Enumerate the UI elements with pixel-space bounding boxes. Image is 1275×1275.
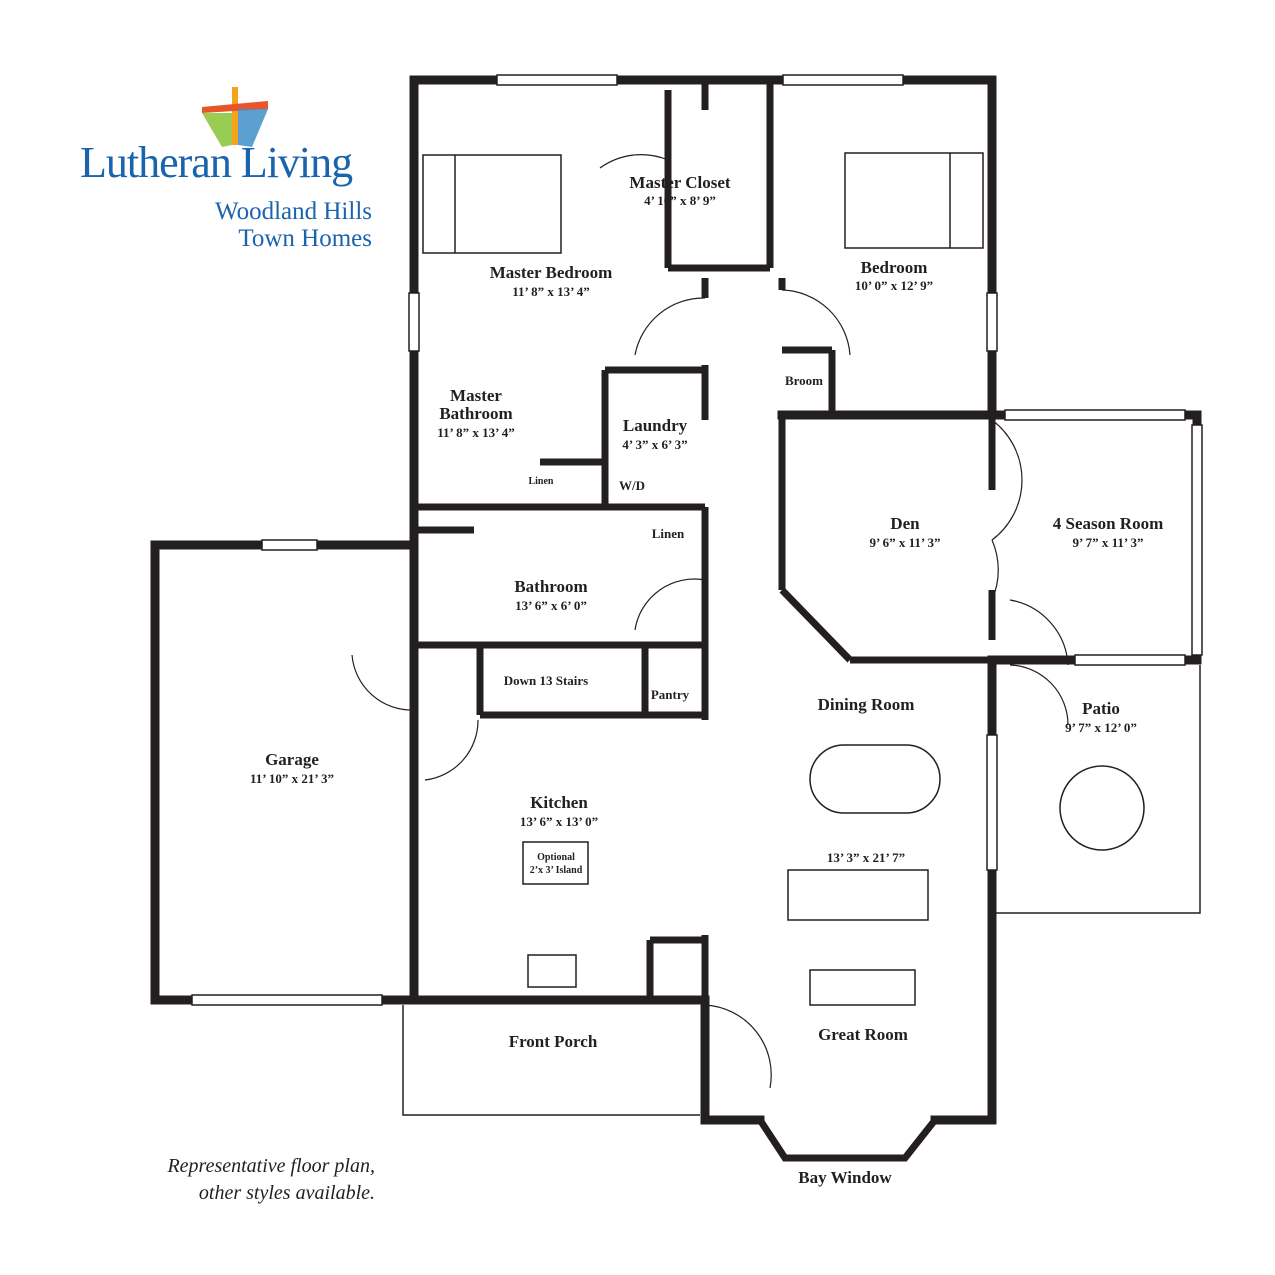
doors xyxy=(351,154,1069,1089)
cross-logo-icon xyxy=(202,87,268,147)
patio-label: Patio xyxy=(1082,699,1120,718)
kitchen-label: Kitchen xyxy=(530,793,588,812)
bathroom-label: Bathroom xyxy=(514,577,587,596)
disclaimer-line1: Representative floor plan, xyxy=(167,1155,375,1177)
interior-walls xyxy=(414,80,996,1000)
front-porch-label: Front Porch xyxy=(509,1032,598,1051)
exterior-walls xyxy=(150,75,1202,1125)
dining-room-label: Dining Room xyxy=(818,695,915,714)
disclaimer: Representative floor plan, other styles … xyxy=(120,1153,375,1207)
garage-label: Garage xyxy=(265,750,319,769)
brand-name: Lutheran Living xyxy=(80,138,353,187)
disclaimer-line2: other styles available. xyxy=(198,1182,375,1204)
windows xyxy=(191,74,1203,1006)
den-label: Den xyxy=(890,514,920,533)
broom-label: Broom xyxy=(785,373,823,388)
dining-table xyxy=(522,744,1145,1006)
master-bedroom-label: Master Bedroom xyxy=(490,263,613,282)
patio-outline xyxy=(402,665,1201,1116)
dining-room-dims: 13’ 3” x 21’ 7” xyxy=(827,850,905,865)
island-label-line2: 2’x 3’ Island xyxy=(530,865,583,876)
master-closet-dims: 4’ 10” x 8’ 9” xyxy=(644,193,716,208)
stairs-label: Down 13 Stairs xyxy=(504,673,589,688)
community-name-line2: Town Homes xyxy=(238,225,372,252)
master-bathroom-dims: 11’ 8” x 13’ 4” xyxy=(437,425,515,440)
labels: Master Closet 4’ 10” x 8’ 9” Bedroom 10’… xyxy=(250,173,1163,1187)
community-name-line1: Woodland Hills xyxy=(214,198,372,225)
bay-window-label: Bay Window xyxy=(798,1168,892,1187)
bathroom-dims: 13’ 6” x 6’ 0” xyxy=(515,598,587,613)
bedroom-dims: 10’ 0” x 12’ 9” xyxy=(855,278,933,293)
four-season-room-dims: 9’ 7” x 11’ 3” xyxy=(1072,535,1143,550)
master-bedroom-dims: 11’ 8” x 13’ 4” xyxy=(512,284,590,299)
den-dims: 9’ 6” x 11’ 3” xyxy=(869,535,940,550)
great-room-label: Great Room xyxy=(818,1025,908,1044)
four-season-room-label: 4 Season Room xyxy=(1053,514,1164,533)
laundry-dims: 4’ 3” x 6’ 3” xyxy=(622,437,687,452)
bay-window xyxy=(757,1117,938,1162)
garage-dims: 11’ 10” x 21’ 3” xyxy=(250,771,334,786)
beds xyxy=(422,152,984,254)
island-label-line1: Optional xyxy=(537,852,575,863)
master-bathroom-label-line2: Bathroom xyxy=(439,404,512,423)
kitchen-dims: 13’ 6” x 13’ 0” xyxy=(520,814,598,829)
washer-dryer-label: W/D xyxy=(619,478,645,493)
patio-dims: 9’ 7” x 12’ 0” xyxy=(1065,720,1137,735)
laundry-label: Laundry xyxy=(623,416,688,435)
linen-label: Linen xyxy=(652,526,685,541)
linen-small-label: Linen xyxy=(528,476,553,487)
master-bathroom-label-line1: Master xyxy=(450,386,502,405)
pantry-label: Pantry xyxy=(651,687,690,702)
bedroom-label: Bedroom xyxy=(861,258,928,277)
master-closet-label: Master Closet xyxy=(629,173,731,192)
